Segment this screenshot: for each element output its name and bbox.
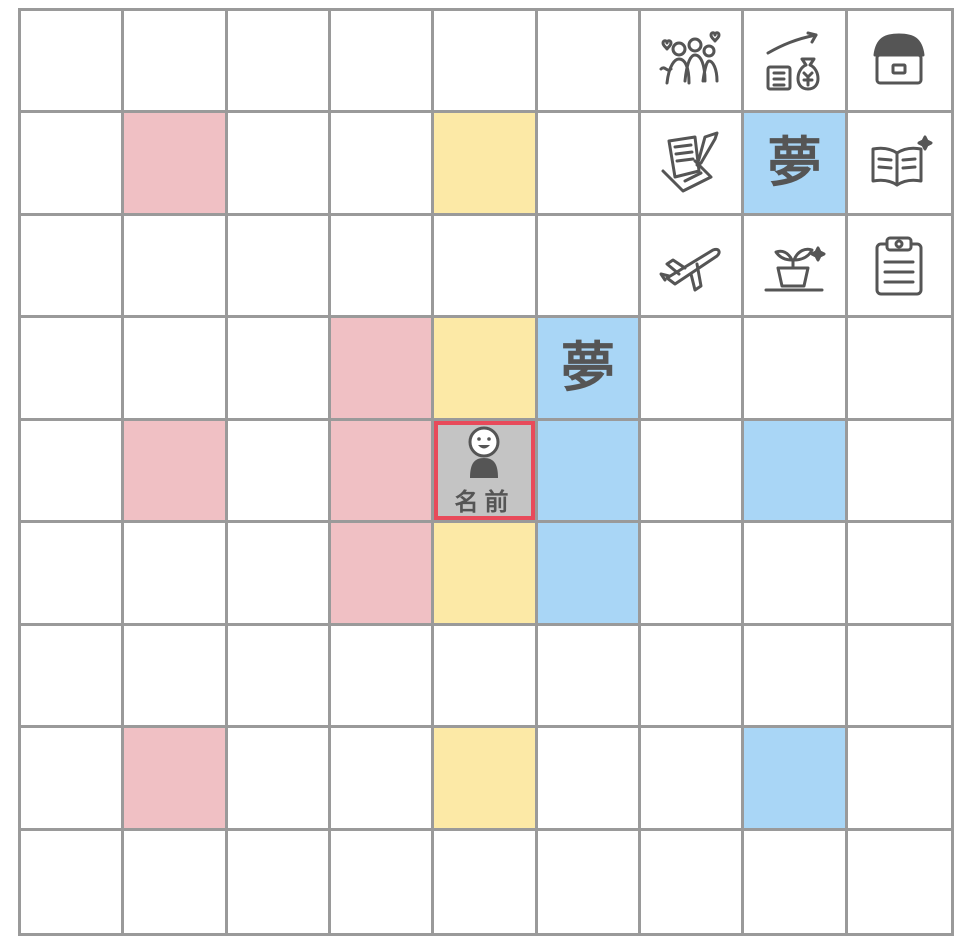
grid-cell-house[interactable] <box>847 11 951 114</box>
grid-cell[interactable] <box>331 113 435 216</box>
grid-cell[interactable] <box>641 625 745 729</box>
grid-cell[interactable] <box>227 113 331 216</box>
grid-cell-clipboard[interactable] <box>847 215 951 319</box>
grid-cell[interactable] <box>21 523 125 626</box>
grid-cell[interactable] <box>124 830 228 933</box>
grid-cell-pink[interactable] <box>331 318 435 421</box>
dream-board-grid: 夢 <box>18 8 954 936</box>
grid-cell[interactable] <box>331 830 435 933</box>
money-growth-icon <box>758 25 830 97</box>
grid-cell[interactable] <box>331 728 435 831</box>
grid-cell[interactable] <box>434 215 538 319</box>
grid-cell-documents[interactable] <box>641 113 745 216</box>
grid-cell-pink[interactable] <box>331 523 435 626</box>
grid-cell[interactable] <box>847 830 951 933</box>
grid-cell[interactable] <box>227 215 331 319</box>
grid-cell[interactable] <box>537 728 641 831</box>
people-with-hearts-icon <box>655 25 727 97</box>
grid-cell-blue[interactable] <box>537 420 641 524</box>
grid-cell[interactable] <box>21 215 125 319</box>
grid-cell[interactable] <box>227 830 331 933</box>
grid-cell[interactable] <box>537 113 641 216</box>
grid-cell[interactable] <box>537 830 641 933</box>
grid-cell[interactable] <box>21 420 125 524</box>
grid-cell-money[interactable] <box>744 11 848 114</box>
grid-cell-blue[interactable] <box>744 420 848 524</box>
grid-cell[interactable] <box>21 830 125 933</box>
grid-cell[interactable] <box>537 215 641 319</box>
grid-cell[interactable] <box>124 318 228 421</box>
grid-cell-book[interactable] <box>847 113 951 216</box>
grid-cell[interactable] <box>744 318 848 421</box>
grid-cell[interactable] <box>434 830 538 933</box>
grid-cell-dream-mid[interactable]: 夢 <box>537 318 641 421</box>
grid-cell[interactable] <box>847 318 951 421</box>
grid-cell[interactable] <box>847 420 951 524</box>
grid-cell-pink[interactable] <box>331 420 435 524</box>
grid-cell[interactable] <box>847 625 951 729</box>
grid-cell-people[interactable] <box>641 11 745 114</box>
grid-cell[interactable] <box>227 11 331 114</box>
grid-cell[interactable] <box>124 11 228 114</box>
person-avatar-icon <box>468 426 500 478</box>
grid-cell[interactable] <box>21 625 125 729</box>
grid-cell-plant[interactable] <box>744 215 848 319</box>
grid-cell-yellow[interactable] <box>434 523 538 626</box>
grid-cell[interactable] <box>331 11 435 114</box>
grid-cell-blue[interactable] <box>537 523 641 626</box>
grid-cell[interactable] <box>744 523 848 626</box>
grid-cell-dream-top[interactable]: 夢 <box>744 113 848 216</box>
grid-cell[interactable] <box>847 523 951 626</box>
grid-cell-pink[interactable] <box>124 728 228 831</box>
documents-writing-icon <box>655 127 727 199</box>
grid-cell[interactable] <box>21 113 125 216</box>
grid-cell[interactable] <box>124 215 228 319</box>
grid-cell[interactable] <box>227 420 331 524</box>
grid-cell[interactable] <box>227 728 331 831</box>
grid-cell[interactable] <box>21 11 125 114</box>
grid-cell[interactable] <box>21 728 125 831</box>
grid-cell[interactable] <box>641 523 745 626</box>
clipboard-icon <box>863 230 935 302</box>
grid-cell-yellow[interactable] <box>434 113 538 216</box>
grid-cell[interactable] <box>537 11 641 114</box>
airplane-icon <box>655 230 727 302</box>
grid-cell[interactable] <box>434 11 538 114</box>
avatar-name-label: 名前 <box>454 487 515 516</box>
grid-cell[interactable] <box>641 420 745 524</box>
house-icon <box>863 25 935 97</box>
grid-cell-yellow[interactable] <box>434 728 538 831</box>
grid-cell[interactable] <box>641 830 745 933</box>
dream-label-mid: 夢 <box>560 336 615 400</box>
grid-cell[interactable] <box>227 625 331 729</box>
dream-label-top: 夢 <box>767 131 822 195</box>
plant-pot-icon <box>758 230 830 302</box>
grid-cell-pink[interactable] <box>124 113 228 216</box>
open-book-icon <box>863 127 935 199</box>
grid-cell[interactable] <box>847 728 951 831</box>
grid-cell[interactable] <box>21 318 125 421</box>
grid-cell[interactable] <box>124 625 228 729</box>
grid-cell-yellow[interactable] <box>434 318 538 421</box>
grid-cell-airplane[interactable] <box>641 215 745 319</box>
grid-cell[interactable] <box>641 318 745 421</box>
grid-cell[interactable] <box>227 523 331 626</box>
grid-cell[interactable] <box>227 318 331 421</box>
grid-cell[interactable] <box>641 728 745 831</box>
grid-cell[interactable] <box>434 625 538 729</box>
grid-cell[interactable] <box>744 625 848 729</box>
grid-cell[interactable] <box>331 215 435 319</box>
grid-cell-center-avatar[interactable]: 名前 <box>434 420 538 524</box>
avatar: 名前 <box>454 424 514 517</box>
grid-cell[interactable] <box>331 625 435 729</box>
grid-cell[interactable] <box>537 625 641 729</box>
grid-cell-blue[interactable] <box>744 728 848 831</box>
grid-cell-pink[interactable] <box>124 420 228 524</box>
grid-cell[interactable] <box>124 523 228 626</box>
grid-cell[interactable] <box>744 830 848 933</box>
